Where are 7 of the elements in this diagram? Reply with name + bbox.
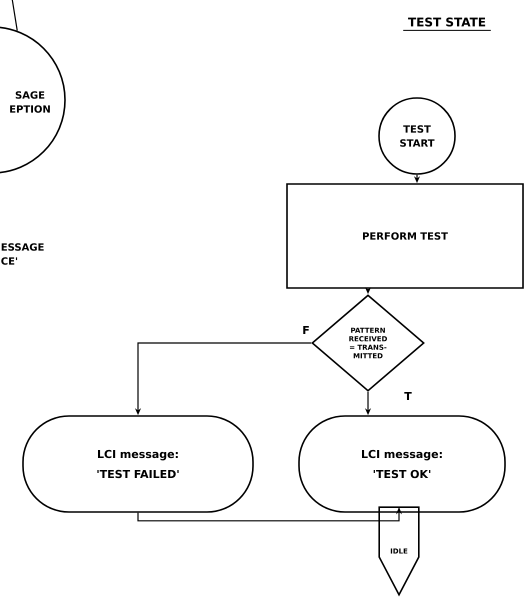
note-text: ESSAGE CE' <box>1 243 44 265</box>
edge-label: T <box>403 391 413 402</box>
message-box: LCI message: 'TEST OK' <box>298 415 506 513</box>
message-box: LCI message: 'TEST FAILED' <box>22 415 254 513</box>
process-box: PERFORM TEST <box>286 183 524 289</box>
edge-label: F <box>301 325 311 335</box>
title: TEST STATE <box>408 17 486 27</box>
